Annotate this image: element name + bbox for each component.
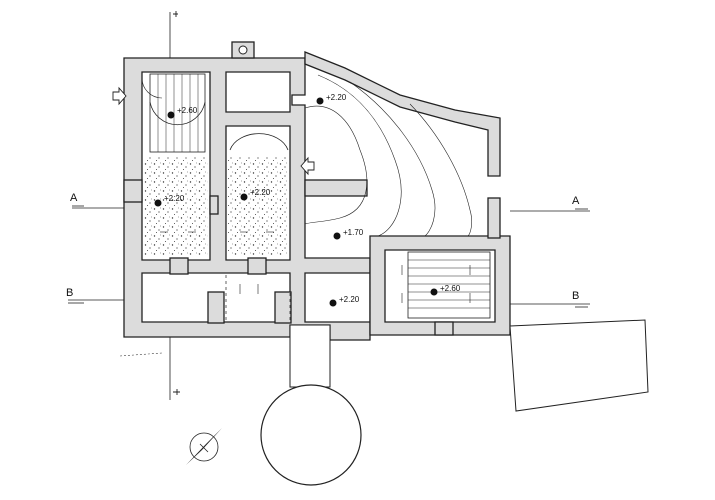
level-value: +2.20 xyxy=(326,93,347,102)
window-recess xyxy=(209,195,219,215)
passage-extension xyxy=(289,324,331,388)
rubble-floor xyxy=(228,156,288,256)
buttress-wall xyxy=(304,179,368,197)
section-label-b-right: B xyxy=(572,290,579,302)
annex-room xyxy=(369,235,511,336)
level-marker-icon xyxy=(154,97,438,307)
opening-lines xyxy=(225,258,371,320)
entrance-arrow-icon xyxy=(112,86,127,106)
section-cut-marker-icon xyxy=(169,11,180,400)
section-line-a xyxy=(72,205,590,212)
contour-line xyxy=(349,81,436,237)
courtyard xyxy=(304,51,501,239)
stair-treads-upper xyxy=(141,73,206,153)
level-value: +2.60 xyxy=(440,284,461,293)
window-recess xyxy=(123,179,143,203)
level-value: +2.20 xyxy=(250,188,271,197)
level-value: +2.20 xyxy=(164,194,185,203)
section-label-a-right: A xyxy=(572,195,580,207)
threshold xyxy=(247,257,267,275)
threshold xyxy=(434,321,454,336)
level-value: +2.60 xyxy=(177,106,198,115)
contour-line xyxy=(409,103,472,237)
pier xyxy=(274,291,292,324)
contour-line xyxy=(304,105,368,225)
section-label-a-left: A xyxy=(70,192,78,204)
rubble-floor xyxy=(144,156,208,256)
section-label-b-left: B xyxy=(66,287,73,299)
round-tower xyxy=(260,384,362,486)
section-line-b xyxy=(68,299,590,308)
boundary-wall-stub xyxy=(487,197,501,239)
level-value: +2.20 xyxy=(339,295,360,304)
stair-treads xyxy=(407,251,491,319)
ground-trace xyxy=(119,352,163,357)
entrance-arrow-icon xyxy=(300,156,315,176)
contour-line xyxy=(317,74,402,237)
direction-marks xyxy=(160,231,471,303)
adjacent-plot xyxy=(509,319,649,412)
boundary-wall xyxy=(304,51,501,177)
level-value: +1.70 xyxy=(343,228,364,237)
main-building-walls xyxy=(123,41,371,341)
north-arrow-icon xyxy=(186,428,222,465)
threshold xyxy=(169,257,189,275)
chimney-opening xyxy=(238,45,248,55)
pier xyxy=(207,291,225,324)
arch xyxy=(229,133,289,151)
